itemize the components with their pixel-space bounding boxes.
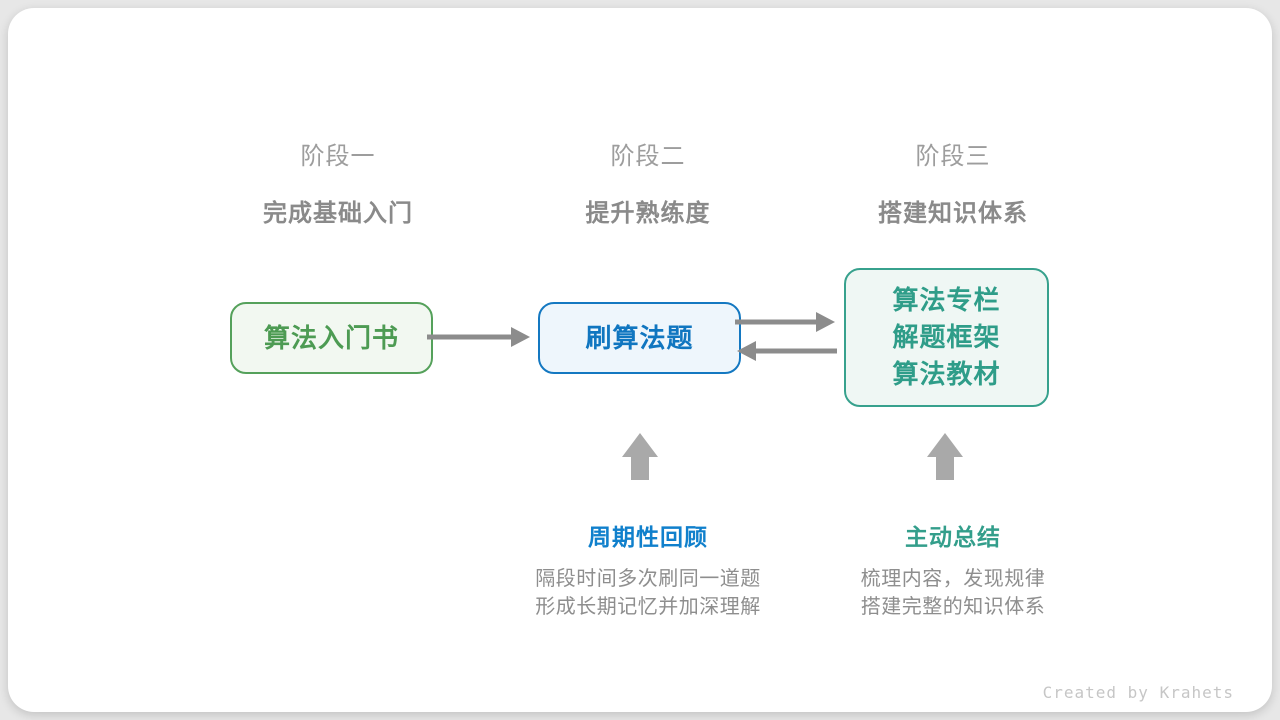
diagram-card: 阶段一 完成基础入门 阶段二 提升熟练度 阶段三 搭建知识体系 算法入门书 刷算… <box>8 8 1272 712</box>
node-knowledge-resources: 算法专栏 解题框架 算法教材 <box>844 268 1049 407</box>
stage-3-title: 搭建知识体系 <box>878 200 1028 227</box>
node-resources-line-1: 算法专栏 <box>892 285 1001 315</box>
annotation-periodic-review-title: 周期性回顾 <box>588 524 708 550</box>
credit-text: Created by Krahets <box>1042 683 1234 702</box>
node-resources-line-2: 解题框架 <box>892 322 1001 352</box>
active-summary-desc-line-1: 梳理内容，发现规律 <box>860 568 1046 590</box>
periodic-review-desc-line-1: 隔段时间多次刷同一道题 <box>535 568 761 590</box>
annotation-periodic-review-desc: 隔段时间多次刷同一道题 形成长期记忆并加深理解 <box>468 565 828 621</box>
stage-1-label: 阶段一 <box>300 143 376 170</box>
stage-1-header: 阶段一 完成基础入门 <box>178 136 498 228</box>
annotation-active-summary-desc: 梳理内容，发现规律 搭建完整的知识体系 <box>773 565 1133 621</box>
stage-3-label: 阶段三 <box>915 143 991 170</box>
active-summary-desc-line-2: 搭建完整的知识体系 <box>860 596 1046 618</box>
stage-1-title: 完成基础入门 <box>263 200 413 227</box>
stage-2-title: 提升熟练度 <box>585 200 711 227</box>
periodic-review-desc-line-2: 形成长期记忆并加深理解 <box>535 596 761 618</box>
node-intro-book-label: 算法入门书 <box>263 322 399 353</box>
stage-3-header: 阶段三 搭建知识体系 <box>793 136 1113 228</box>
stage-2-label: 阶段二 <box>610 143 686 170</box>
annotation-active-summary-title: 主动总结 <box>905 524 1001 550</box>
node-intro-book: 算法入门书 <box>230 302 433 374</box>
node-practice-problems-label: 刷算法题 <box>585 322 694 353</box>
node-practice-problems: 刷算法题 <box>538 302 741 374</box>
node-resources-line-3: 算法教材 <box>892 359 1001 389</box>
stage-2-header: 阶段二 提升熟练度 <box>488 136 808 228</box>
